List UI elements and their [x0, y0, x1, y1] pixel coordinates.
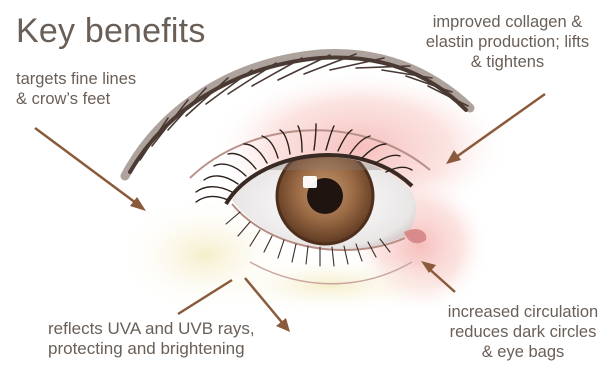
callout-line: improved collagen &: [405, 12, 610, 32]
callout-fine-lines: targets fine lines & crow’s feet: [16, 69, 136, 109]
callout-line: increased circulation: [428, 302, 615, 322]
callout-line: & eye bags: [428, 342, 615, 362]
callout-uv: reflects UVA and UVB rays, protecting an…: [48, 319, 255, 359]
callout-line: reduces dark circles: [428, 322, 615, 342]
eye-highlight: [303, 176, 317, 188]
callout-line: elastin production; lifts: [405, 32, 610, 52]
callout-line: targets fine lines: [16, 69, 136, 89]
callout-line: protecting and brightening: [48, 339, 255, 359]
arrow-fine-lines: [35, 128, 140, 206]
callout-line: & crow’s feet: [16, 89, 136, 109]
page-title: Key benefits: [16, 12, 206, 51]
callout-line: reflects UVA and UVB rays,: [48, 319, 255, 339]
callout-circulation: increased circulation reduces dark circl…: [428, 302, 615, 362]
callout-line: & tightens: [405, 52, 610, 72]
arrow-uv-head: [276, 318, 290, 332]
callout-collagen: improved collagen & elastin production; …: [405, 12, 610, 72]
skin-glow-under: [210, 255, 450, 315]
